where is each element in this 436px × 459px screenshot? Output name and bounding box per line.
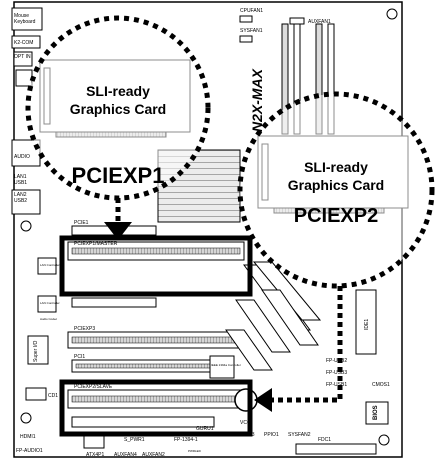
opt-in-label: OPT IN [14, 54, 31, 60]
lan2-label: LAN2 [14, 192, 27, 198]
callout-2-connector [268, 286, 343, 403]
callout-2-title-line1: SLI-ready [304, 159, 368, 175]
pciexp2-slave-label: PCIEXP2/SLAVE [74, 384, 113, 390]
cpufan1-header [239, 15, 253, 23]
auxfan1-header [289, 17, 305, 25]
callout-1-title-line2: Graphics Card [70, 101, 166, 117]
super-io-chip [27, 335, 49, 365]
fp-audio-label: FP-AUDIO1 [16, 448, 43, 454]
guru1-label: GURU1 [196, 426, 214, 432]
callout-1-slot-name: PCIEXP1 [72, 163, 165, 188]
audio-label: AUDIO [14, 154, 30, 160]
mouse-label: Mouse [14, 13, 29, 19]
lan-chip2-label: LAN Controller [40, 301, 60, 305]
fp-usb3-label: FP-USB3 [326, 370, 347, 376]
pwrled-label: PWRLED [188, 449, 202, 453]
fp-usb2-label: FP-USB2 [326, 358, 347, 364]
board-brand-label: N2X-MAX [249, 67, 265, 132]
bios-label: BIOS [373, 405, 379, 420]
callout-1-arrowhead [104, 222, 132, 240]
mount-hole-1 [20, 220, 32, 232]
sysfan3-label: SYSFAN3 [232, 432, 255, 438]
auxfan1-label: AUXFAN1 [308, 19, 331, 25]
ide1-label: IDE1 [364, 319, 370, 330]
auxfan2-label: AUXFAN2 [142, 452, 165, 458]
cpufan1-label: CPUFAN1 [240, 8, 263, 14]
hdmi1-label: HDMI1 [20, 434, 36, 440]
pcie2-label: PCIE2 [74, 292, 89, 298]
battery [234, 388, 258, 412]
ppio1-label: PPIO1 [264, 432, 279, 438]
fdc1-connector [295, 443, 377, 455]
fp1394-label: FP-1394-1 [174, 437, 198, 443]
pciexp1-master-label: PCIEXP1/MASTER [74, 241, 118, 247]
sysfan2-label: SYSFAN2 [288, 432, 311, 438]
rear-io-panel [11, 7, 43, 215]
super-io-label: Super I/O [33, 340, 39, 362]
cd1-label: CD1 [48, 393, 58, 399]
cd1-connector [25, 387, 47, 401]
pciexp3-label: PCIEXP3 [74, 326, 95, 332]
bios-chip [365, 401, 389, 425]
mount-hole-4 [386, 8, 398, 20]
fdc1-label: FDC1 [318, 437, 331, 443]
atx4p1-connector [83, 435, 105, 449]
pci1-label: PCI1 [74, 354, 85, 360]
s-pwr-label: S_PWR1 [124, 437, 145, 443]
kb-conn-label: K2-COM [14, 40, 33, 46]
heatpipe-fins [225, 261, 322, 371]
usb1-label: USB1 [14, 180, 27, 186]
callout-circle-2 [237, 91, 435, 289]
cmos1-label: CMOS1 [372, 382, 390, 388]
mount-hole-2 [20, 412, 32, 424]
usb2-label: USB2 [14, 198, 27, 204]
audio-chip-label: Audio Codec [40, 317, 58, 321]
callout-2-arrowhead [254, 388, 272, 412]
pciexp1-highlight-box [59, 235, 253, 297]
callout-2-slot-name: PCIEXP2 [294, 205, 378, 227]
atx4p1-label: ATX4P1 [86, 452, 104, 458]
lan1-label: LAN1 [14, 174, 27, 180]
mount-hole-3 [378, 434, 390, 446]
keyboard-label: Keyboard [14, 19, 36, 25]
ieee-chip-label: IEEE 1394a Controller [211, 363, 241, 367]
vcc-label: VCC [240, 420, 251, 426]
pcie2-slot [71, 297, 157, 308]
sysfan1-label: SYSFAN1 [240, 28, 263, 34]
auxfan4-label: AUXFAN4 [114, 452, 137, 458]
lan-chip1-label: LAN Controller [40, 263, 60, 267]
ieee-controller-chip [209, 355, 235, 379]
pciexp2-highlight-box [59, 379, 253, 437]
pcie1-label: PCIE1 [74, 220, 89, 226]
fp-usb1-label: FP-USB1 [326, 382, 347, 388]
sysfan1-header [239, 35, 253, 43]
lan-controller-chip [37, 257, 57, 275]
ide1-connector [355, 289, 377, 355]
callout-2-title-line2: Graphics Card [288, 177, 384, 193]
lan-controller-chip-2 [37, 295, 57, 313]
callout-1-title-line1: SLI-ready [86, 83, 150, 99]
